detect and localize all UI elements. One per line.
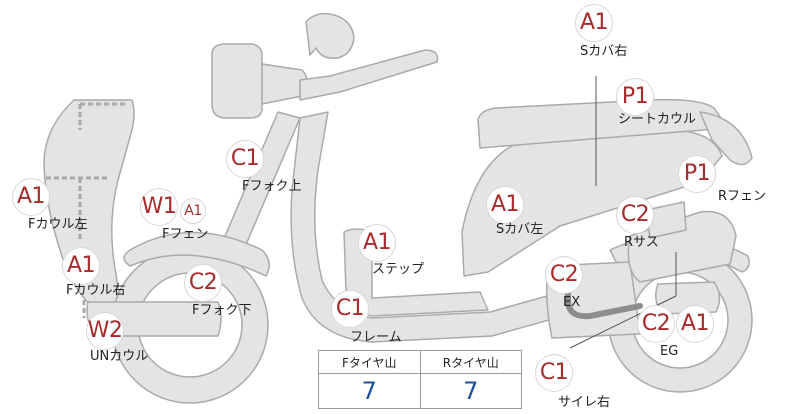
part-label-un-cowl: UNカウル	[90, 349, 149, 364]
grade-badge-f-fork-upper: C1	[226, 140, 264, 178]
headlight-outline	[211, 43, 263, 119]
part-label-s-cover-right-top: Sカバ右	[580, 44, 628, 59]
mirror-outline	[305, 12, 355, 60]
part-label-frame: フレーム	[350, 330, 402, 345]
front-tire-tread-value: 7	[318, 373, 421, 409]
front-tire-tread-header: Fタイヤ山	[318, 350, 421, 374]
grade-badge-un-cowl: W2	[86, 312, 124, 350]
rear-tire-tread-value: 7	[419, 373, 522, 409]
part-label-f-fork-upper: Fフォク上	[242, 179, 302, 194]
grade-badge-muffler-right: C1	[535, 354, 573, 392]
grade-badge-engine-secondary: A1	[676, 305, 714, 343]
rear-cowl-outline	[699, 111, 753, 166]
grade-badge-exhaust: C2	[545, 256, 583, 294]
part-label-engine: EG	[660, 344, 679, 359]
grade-badge-s-cover-right-top: A1	[575, 4, 613, 42]
part-label-exhaust: EX	[563, 295, 581, 310]
handlebar-outline	[299, 49, 439, 101]
leader-muffler-diag	[569, 295, 677, 349]
seat-outline	[477, 98, 729, 149]
part-label-muffler-right: サイレ右	[558, 395, 611, 410]
grade-badge-engine: C2	[637, 305, 675, 343]
grade-badge-f-cowl-right: A1	[62, 247, 100, 285]
exhaust-pipe	[565, 263, 643, 320]
grade-badge-f-fork-lower: C2	[184, 264, 222, 302]
rear-tire-tread-header: Rタイヤ山	[419, 350, 522, 374]
grade-badge-f-fender: W1	[140, 188, 178, 226]
grade-badge-s-cover-left: A1	[486, 186, 524, 224]
part-label-r-fender: Rフェン	[718, 189, 767, 204]
grade-badge-step: A1	[358, 224, 396, 262]
grade-badge-r-fender: P1	[678, 155, 716, 193]
grade-badge-f-cowl-left: A1	[12, 178, 50, 216]
tire-tread-table: Fタイヤ山 Rタイヤ山 7 7	[318, 350, 522, 409]
grade-badge-frame: C1	[331, 290, 369, 328]
part-label-seat-cowl: シートカウル	[618, 112, 697, 127]
part-label-r-suspension: Rサス	[624, 235, 659, 250]
muffler-outline	[655, 281, 721, 315]
part-label-f-cowl-left: Fカウル左	[28, 217, 88, 232]
rear-shock-outline	[645, 201, 687, 239]
front-fender-outline	[123, 231, 270, 277]
grade-badge-r-suspension: C2	[616, 196, 654, 234]
grade-badge-seat-cowl: P1	[616, 78, 654, 116]
part-label-s-cover-left: Sカバ左	[496, 222, 544, 237]
part-label-f-cowl-right: Fカウル右	[66, 283, 126, 298]
part-label-step: ステップ	[372, 262, 425, 277]
grade-badge-f-fender-secondary: A1	[180, 198, 206, 224]
part-label-f-fender: Fフェン	[162, 227, 209, 242]
part-label-f-fork-lower: Fフォク下	[192, 303, 252, 318]
